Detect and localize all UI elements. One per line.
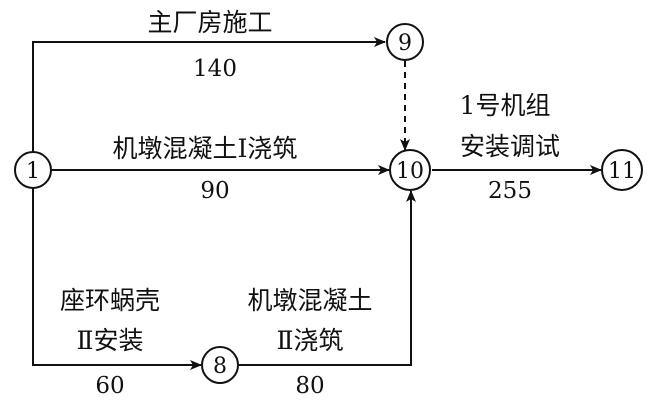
activity-name-line2: 安装调试 xyxy=(460,132,560,161)
node-label: 11 xyxy=(608,159,636,184)
activity-duration: 80 xyxy=(295,373,324,399)
node-9: 9 xyxy=(386,23,424,61)
node-label: 1 xyxy=(26,159,40,184)
activity-name: 机墩混凝土Ⅰ浇筑 xyxy=(113,134,298,163)
activity-duration: 255 xyxy=(488,178,532,204)
node-label: 8 xyxy=(213,354,227,379)
activity-duration: 140 xyxy=(193,56,237,82)
arrow-1-8 xyxy=(32,188,202,370)
activity-duration: 90 xyxy=(200,178,229,204)
node-label: 9 xyxy=(398,31,412,56)
activity-name-line2: Ⅱ安装 xyxy=(77,326,144,355)
node-11: 11 xyxy=(601,149,643,191)
activity-name-line1: 机墩混凝土 xyxy=(247,286,372,315)
node-8: 8 xyxy=(201,346,239,384)
node-label: 10 xyxy=(396,159,424,184)
arrow-8-10 xyxy=(239,190,416,366)
arrow-1-9 xyxy=(32,37,386,152)
activity-name: 主厂房施工 xyxy=(147,8,272,37)
activity-name-line2: Ⅱ浇筑 xyxy=(277,326,344,355)
activity-name-line1: 1号机组 xyxy=(460,91,551,120)
node-10: 10 xyxy=(389,149,431,191)
activity-duration: 60 xyxy=(95,373,124,399)
node-1: 1 xyxy=(14,151,52,189)
activity-name-line1: 座环蜗壳 xyxy=(60,286,160,315)
